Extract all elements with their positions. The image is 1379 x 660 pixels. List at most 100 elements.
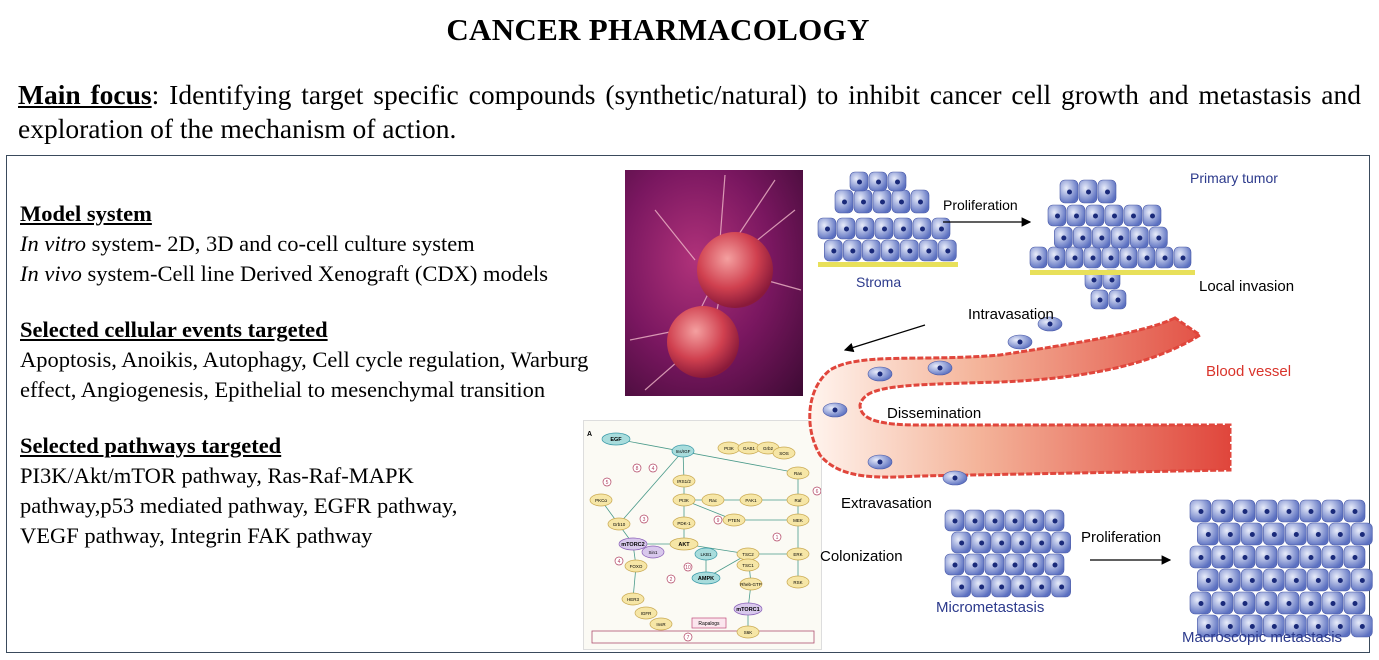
label-proliferation-1: Proliferation xyxy=(943,197,1018,213)
pathway-node xyxy=(607,517,631,531)
cell-nucleus xyxy=(952,475,958,481)
pathway-node xyxy=(649,617,673,631)
cell-nucleus xyxy=(1249,578,1255,583)
pathway-number: 7 xyxy=(687,635,690,641)
pathway-node-label: FOXO xyxy=(630,564,643,569)
pathway-edge xyxy=(618,450,684,525)
cell-nucleus xyxy=(1330,601,1336,606)
cell-nucleus xyxy=(1112,213,1117,219)
label-macroscopic-metastasis: Macroscopic metastasis xyxy=(1182,629,1342,646)
cell-nucleus xyxy=(1308,601,1314,606)
cell-nucleus xyxy=(1017,339,1023,345)
pathway-node-label: TSC2 xyxy=(742,552,754,557)
cell-nucleus xyxy=(1061,235,1067,241)
cancer-cell-photo xyxy=(625,170,803,396)
cell-nucleus xyxy=(1293,578,1299,583)
pathway-node xyxy=(701,493,725,507)
pathway-node xyxy=(739,577,763,591)
cell-nucleus xyxy=(1264,509,1270,514)
pathway-node-label: IRS1/2 xyxy=(677,479,691,484)
cell-nucleus xyxy=(1162,255,1168,261)
cell-nucleus xyxy=(1131,213,1136,219)
rapalogs-box xyxy=(691,617,727,629)
pathway-node-label: PTEN xyxy=(728,518,740,523)
pathway-node xyxy=(736,625,760,639)
cell-nucleus xyxy=(888,248,894,254)
page-title: CANCER PHARMACOLOGY xyxy=(446,12,870,47)
panel-label: A xyxy=(587,431,592,438)
label-colonization: Colonization xyxy=(820,548,903,565)
cell-nucleus xyxy=(1059,540,1065,546)
pathway-node-label: EGF xyxy=(610,437,622,443)
in-vivo-term: In vivo xyxy=(20,261,82,286)
cell-nucleus xyxy=(1286,509,1292,514)
cell-nucleus xyxy=(1012,562,1018,568)
pathway-number-badge xyxy=(683,562,693,572)
pathway-node xyxy=(786,493,810,507)
pathway-node xyxy=(621,592,645,606)
pathway-node-label: Rheb-GTP xyxy=(740,582,762,587)
main-focus-paragraph: Main focus: Identifying target specific … xyxy=(18,78,1361,146)
pathway-node-label: GAB1 xyxy=(743,446,756,451)
cell-nucleus xyxy=(1220,555,1226,560)
cell-nucleus xyxy=(907,248,913,254)
cell-nucleus xyxy=(1055,213,1060,219)
pathway-node xyxy=(691,571,721,585)
cell-nucleus xyxy=(882,226,887,232)
cell-nucleus xyxy=(1067,189,1072,195)
pathway-number: 2 xyxy=(670,577,673,583)
cell-nucleus xyxy=(1059,584,1065,590)
cell-nucleus xyxy=(1352,555,1358,560)
cell-nucleus xyxy=(1359,578,1365,583)
cell-nucleus xyxy=(901,226,906,232)
cell-nucleus xyxy=(1271,624,1277,629)
cell-nucleus xyxy=(1198,509,1204,514)
pathway-node-label: HER3 xyxy=(627,597,640,602)
cell-nucleus xyxy=(842,199,847,205)
cell-nucleus xyxy=(952,518,958,524)
cell-nucleus xyxy=(1090,255,1096,261)
pathway-number-badge xyxy=(632,463,642,473)
cell-nucleus xyxy=(1054,255,1060,261)
cell-nucleus xyxy=(1227,624,1233,629)
cell-nucleus xyxy=(1036,255,1042,261)
cell-nucleus xyxy=(1052,562,1058,568)
cell-nucleus xyxy=(1072,255,1078,261)
cell-nucleus xyxy=(952,562,958,568)
cell-nucleus xyxy=(1286,555,1292,560)
events-section: Selected cellular events targeted Apopto… xyxy=(20,315,600,405)
in-vitro-text: system- 2D, 3D and co-cell culture syste… xyxy=(86,231,475,256)
cell-nucleus xyxy=(1150,213,1155,219)
pathway-number-badge xyxy=(683,632,693,642)
pathway-node xyxy=(739,493,763,507)
pathway-node-label: Raf xyxy=(794,498,802,503)
cell-nucleus xyxy=(869,248,875,254)
cell-nucleus xyxy=(1337,624,1343,629)
cell-nucleus xyxy=(1180,255,1186,261)
pathway-node-label: Sin1 xyxy=(648,550,658,555)
cell-nucleus xyxy=(1220,509,1226,514)
pathway-node xyxy=(772,446,796,460)
pathway-node xyxy=(618,537,648,551)
pathway-node xyxy=(722,513,746,527)
events-text: Apoptosis, Anoikis, Autophagy, Cell cycl… xyxy=(20,347,589,402)
pathway-number-badge xyxy=(648,463,658,473)
cell-nucleus xyxy=(895,179,900,185)
pathway-node-label: Ins/IGF xyxy=(676,449,691,454)
cell-nucleus xyxy=(1315,532,1321,537)
cell-nucleus xyxy=(1271,578,1277,583)
pathway-node-label: MEK xyxy=(793,518,803,523)
pathway-node-label: InsR xyxy=(656,622,666,627)
pathway-number: 5 xyxy=(606,480,609,486)
pathway-node-label: PKCα xyxy=(595,498,607,503)
label-dissemination: Dissemination xyxy=(887,405,981,422)
cell-nucleus xyxy=(1227,532,1233,537)
cancer-cell-image xyxy=(629,174,802,391)
cell-nucleus xyxy=(1115,297,1121,303)
pathway-node xyxy=(634,606,658,620)
cell-nucleus xyxy=(1337,532,1343,537)
pathway-number-badge xyxy=(639,514,649,524)
cell-nucleus xyxy=(1242,601,1248,606)
label-extravasation: Extravasation xyxy=(841,495,932,512)
